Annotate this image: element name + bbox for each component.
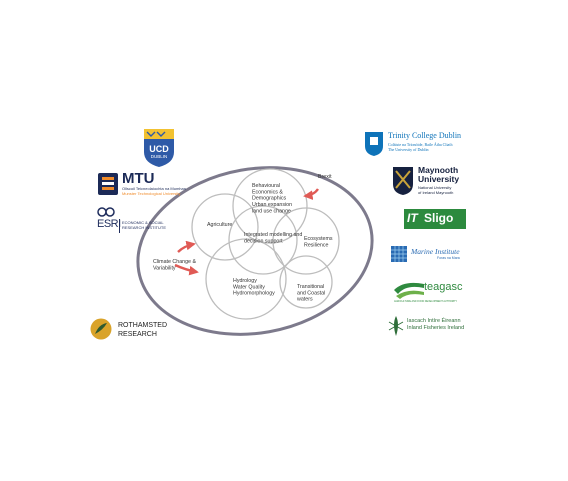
behavioural-label-line: Economics & — [252, 189, 283, 195]
rothamsted-line2: RESEARCH — [118, 331, 157, 338]
mtu-logo: MTU Ollscoil Teicneolaíochta na Mumhan M… — [98, 171, 193, 197]
maynooth-line2: University — [418, 174, 460, 184]
brexit-label-line: Brexit — [318, 174, 332, 180]
esri-mark: ESRI — [97, 218, 121, 230]
hydrology-label-line: Water Quality — [233, 284, 265, 290]
esri-logo: ESRI ECONOMIC & SOCIAL RESEARCH INSTITUT… — [97, 206, 167, 236]
maynooth-line3: National University — [418, 185, 452, 190]
mtu-mark: MTU — [122, 170, 155, 187]
transitional-label-line: Transitional — [297, 284, 324, 290]
marine-grid-icon — [391, 246, 407, 262]
teagasc-text: teagasc — [424, 281, 463, 293]
transitional-label-line: waters — [297, 297, 313, 303]
hydrology-label-line: Hydromorphology — [233, 291, 275, 297]
behavioural-label-line: land use change — [252, 208, 291, 214]
itsligo-logo: IT Sligo — [404, 209, 466, 229]
teagasc-landscape-icon — [394, 282, 424, 299]
ecosystems-label-line: Resilience — [304, 242, 328, 248]
tcd-name: Trinity College Dublin — [388, 131, 462, 140]
ucd-logo: UCD DUBLIN — [143, 128, 175, 168]
climate-arrow-upper — [177, 240, 196, 253]
brexit-arrow — [303, 188, 319, 200]
ecosystems-circle — [272, 207, 340, 275]
ucd-bottom-text: DUBLIN — [150, 154, 168, 159]
ecosystems-label-line: Ecosystems — [304, 236, 333, 242]
ifi-line1: Iascach Intíre Éireann — [407, 318, 461, 324]
tcd-irish: Coláiste na Tríonóide, Baile Átha Cliath — [388, 142, 453, 147]
maynooth-line4: of Ireland Maynooth — [418, 190, 454, 195]
maynooth-crest-icon — [393, 167, 413, 195]
center-label-line: Integrated modelling and — [244, 232, 302, 238]
ucd-shield-icon — [144, 129, 174, 167]
climate-arrow-lower — [174, 263, 199, 276]
maynooth-line1: Maynooth — [418, 165, 459, 175]
teagasc-sub: AGRICULTURE AND FOOD DEVELOPMENT AUTHORI… — [394, 300, 458, 303]
maynooth-logo: Maynooth University National University … — [392, 166, 472, 198]
esri-line2: RESEARCH INSTITUTE — [122, 225, 167, 230]
center-label-line: decision support — [244, 238, 283, 244]
hydrology-label-line: Hydrology — [233, 278, 257, 284]
behavioural-label-line: Behavioural — [252, 183, 280, 189]
climate-label-line: Climate Change & — [153, 259, 196, 265]
teagasc-logo: teagasc AGRICULTURE AND FOOD DEVELOPMENT… — [394, 280, 474, 306]
center-circle — [228, 205, 298, 275]
rothamsted-emblem-icon — [90, 318, 112, 340]
circles-group — [191, 168, 340, 320]
behavioural-label-line: Urban expansion — [252, 202, 292, 208]
mtu-line2: Munster Technological University — [122, 191, 181, 196]
ifi-logo: Iascach Intíre Éireann Inland Fisheries … — [387, 316, 477, 340]
agriculture-label-line: Agriculture — [207, 222, 232, 228]
behavioural-label-line: Demographics — [252, 196, 287, 202]
mtu-line1: Ollscoil Teicneolaíochta na Mumhan — [122, 186, 186, 191]
mtu-emblem-icon — [98, 173, 118, 195]
behavioural-circle — [232, 168, 308, 244]
ucd-top-text: UCD — [149, 144, 169, 154]
transitional-label-line: and Coastal — [297, 290, 325, 296]
rothamsted-logo: ROTHAMSTED RESEARCH — [90, 316, 170, 344]
hydrology-circle — [205, 238, 287, 320]
esri-divider — [119, 219, 120, 233]
marine-logo: Marine Institute Foras na Mara — [391, 245, 473, 265]
transitional-circle — [279, 255, 333, 309]
itsligo-mark: IT — [407, 211, 418, 225]
esri-line1: ECONOMIC & SOCIAL — [122, 220, 164, 225]
marine-sub: Foras na Mara — [437, 256, 460, 260]
ifi-line2: Inland Fisheries Ireland — [407, 325, 465, 331]
tcd-logo: Trinity College Dublin Coláiste na Tríon… — [364, 131, 484, 161]
marine-text: Marine Institute — [411, 247, 460, 256]
esri-mark-icon — [97, 207, 115, 217]
rothamsted-line1: ROTHAMSTED — [118, 322, 167, 329]
climate-label: Climate Change &Variability — [153, 259, 196, 271]
agriculture-circle — [191, 193, 259, 261]
driver-arrows — [174, 188, 319, 276]
tcd-crest-icon — [365, 132, 383, 156]
itsligo-text: Sligo — [424, 211, 454, 225]
agriculture-label: Agriculture — [207, 222, 232, 228]
brexit-label: Brexit — [318, 174, 332, 180]
ifi-fish-icon — [388, 316, 404, 336]
system-boundary-ellipse — [136, 166, 374, 336]
tcd-sub: The University of Dublin — [388, 147, 429, 152]
climate-label-line: Variability — [153, 265, 176, 271]
